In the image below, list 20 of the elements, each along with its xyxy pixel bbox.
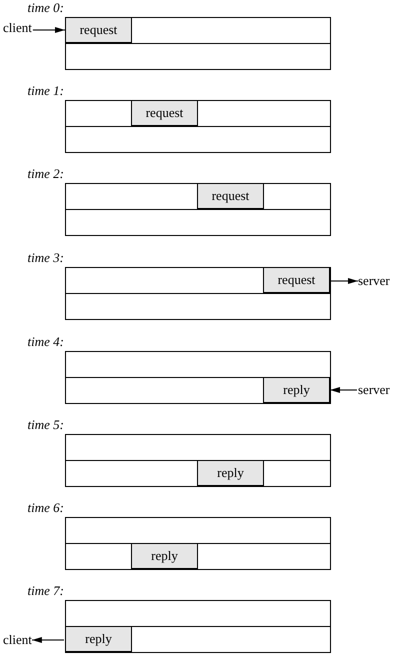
arrow [330,387,358,393]
time-label: time 5: [28,418,64,432]
time-label: time 7: [28,584,64,598]
time-label: time 2: [28,167,64,181]
message-cell: reply [197,460,264,486]
arrow [32,27,66,33]
message-cell: request [197,183,264,209]
message-cell: request [263,267,330,293]
message-cell: reply [65,626,132,652]
time-label: time 1: [28,84,64,98]
time-label: time 4: [28,335,64,349]
time-label: time 0: [28,1,64,15]
arrow [31,637,64,643]
time-label: time 3: [28,251,64,265]
message-cell: request [65,17,132,43]
message-cell: reply [263,377,330,403]
arrow [330,278,358,284]
time-label: time 6: [28,501,64,515]
message-cell: reply [131,543,198,569]
message-cell: request [131,100,198,126]
